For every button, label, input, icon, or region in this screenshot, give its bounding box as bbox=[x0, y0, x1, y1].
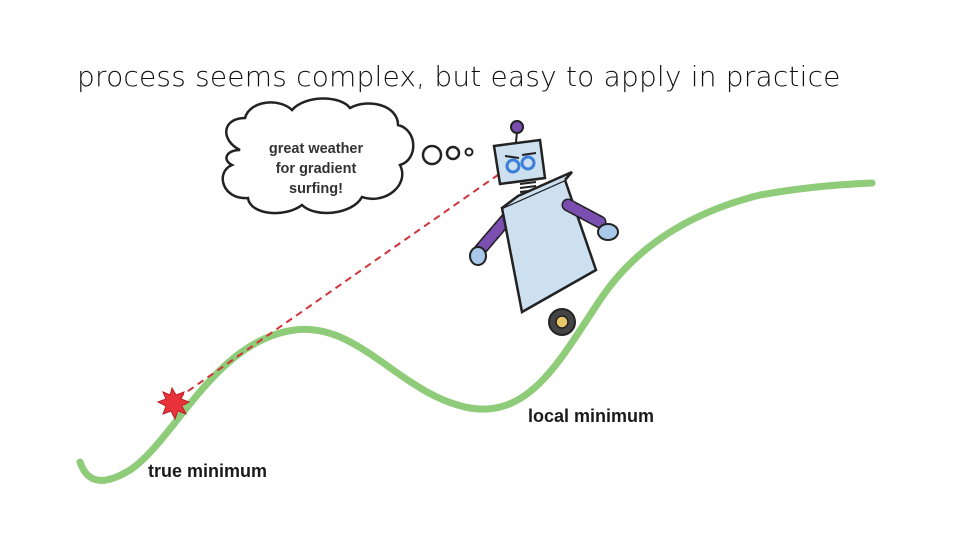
local-minimum-label: local minimum bbox=[528, 406, 654, 426]
thought-line-2: for gradient bbox=[276, 161, 357, 177]
dashed-sight-line bbox=[177, 169, 506, 399]
slide-title: process seems complex, but easy to apply… bbox=[77, 60, 841, 93]
thought-bubble: great weather for gradient surfing! bbox=[221, 97, 474, 215]
thought-dot-small bbox=[464, 147, 474, 157]
true-minimum-label: true minimum bbox=[148, 461, 267, 481]
loss-curve bbox=[76, 179, 876, 484]
thought-dot-medium bbox=[445, 145, 461, 161]
robot-eyes-icon bbox=[504, 152, 537, 174]
antenna-icon bbox=[510, 120, 524, 134]
robot-illustration bbox=[469, 120, 619, 336]
robot-right-arm bbox=[561, 198, 619, 241]
burst-icon bbox=[156, 386, 191, 421]
robot-head bbox=[492, 138, 547, 186]
thought-line-1: great weather bbox=[269, 141, 364, 157]
thought-line-3: surfing! bbox=[289, 181, 343, 197]
thought-dot-large bbox=[421, 144, 443, 166]
